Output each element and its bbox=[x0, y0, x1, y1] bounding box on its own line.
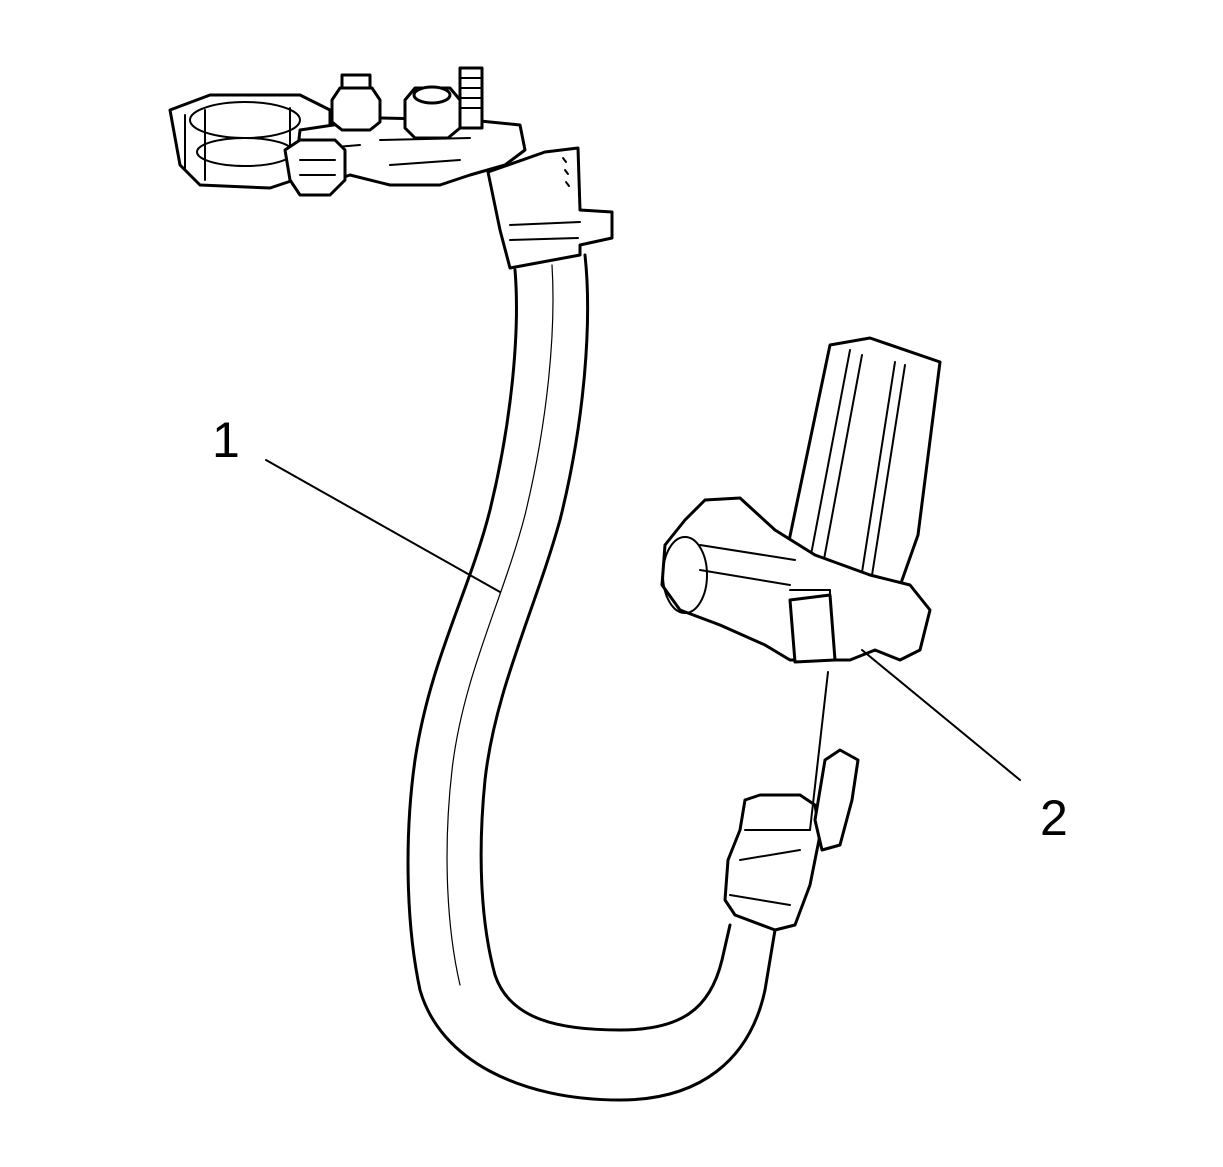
callout-label-1: 1 bbox=[212, 412, 240, 468]
cable-harness bbox=[406, 253, 777, 1102]
boot-marks bbox=[562, 157, 570, 187]
nut-center-top bbox=[412, 85, 452, 105]
battery-terminal-assembly bbox=[168, 66, 614, 270]
connector-ribs bbox=[729, 829, 811, 906]
cable-end-connector bbox=[723, 748, 860, 932]
cylinder-ribs bbox=[809, 349, 906, 589]
cable-inner-edge bbox=[479, 253, 732, 1032]
part-2-module bbox=[660, 336, 942, 664]
terminal-nut-left bbox=[330, 86, 382, 132]
connector-body bbox=[723, 793, 822, 932]
module-base-housing bbox=[660, 496, 932, 662]
leader-line-2 bbox=[861, 649, 1021, 781]
leader-line-1 bbox=[265, 459, 501, 593]
cable-boot bbox=[486, 146, 614, 270]
cable-outer-edge bbox=[406, 268, 777, 1102]
connector-latch bbox=[813, 748, 860, 852]
terminal-clip bbox=[283, 138, 347, 197]
cable-center-line bbox=[446, 264, 554, 986]
alignment-guide-line bbox=[809, 671, 829, 831]
callout-label-2: 2 bbox=[1040, 790, 1068, 846]
boot-detail bbox=[509, 221, 581, 241]
housing-tab bbox=[788, 593, 837, 664]
clip-detail bbox=[299, 159, 336, 176]
nut-left-stud bbox=[340, 73, 372, 90]
stud-threads bbox=[459, 77, 483, 109]
housing-port bbox=[662, 536, 708, 614]
